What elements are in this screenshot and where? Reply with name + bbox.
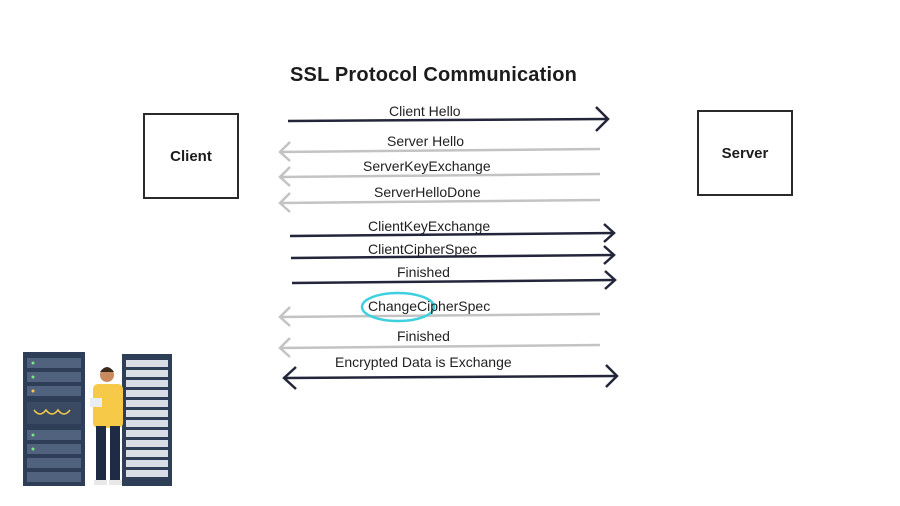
highlight-ring xyxy=(360,291,436,323)
message-label: ClientCipherSpec xyxy=(368,241,477,257)
arrow-server-finished xyxy=(278,337,601,358)
client-label: Client xyxy=(170,147,212,165)
diagram-title: SSL Protocol Communication xyxy=(290,64,578,86)
message-label: Server Hello xyxy=(387,133,465,149)
message-label: Encrypted Data is Exchange xyxy=(335,354,512,370)
arrow-server-hello xyxy=(278,141,601,162)
arrow-client-key-exchange xyxy=(289,223,616,243)
message-label: ClientKeyExchange xyxy=(368,218,491,234)
server-box: Server xyxy=(697,110,793,196)
server-label: Server xyxy=(721,144,769,162)
arrow-client-cipher-spec xyxy=(290,245,616,265)
message-label: ServerHelloDone xyxy=(374,184,481,200)
arrow-server-hello-done xyxy=(278,192,601,213)
arrow-change-cipher-spec xyxy=(278,306,601,327)
message-label: Client Hello xyxy=(389,103,461,119)
message-label: ChangeCipherSpec xyxy=(368,298,491,314)
arrow-server-key-exchange xyxy=(278,166,601,187)
arrow-client-hello xyxy=(287,106,610,132)
server-rack-illustration xyxy=(23,352,172,486)
message-label: ServerKeyExchange xyxy=(363,158,491,174)
client-box: Client xyxy=(143,113,239,199)
arrow-client-finished xyxy=(291,270,617,290)
message-label: Finished xyxy=(397,264,450,280)
message-label: Finished xyxy=(397,328,450,344)
arrow-encrypted-data xyxy=(282,364,619,390)
